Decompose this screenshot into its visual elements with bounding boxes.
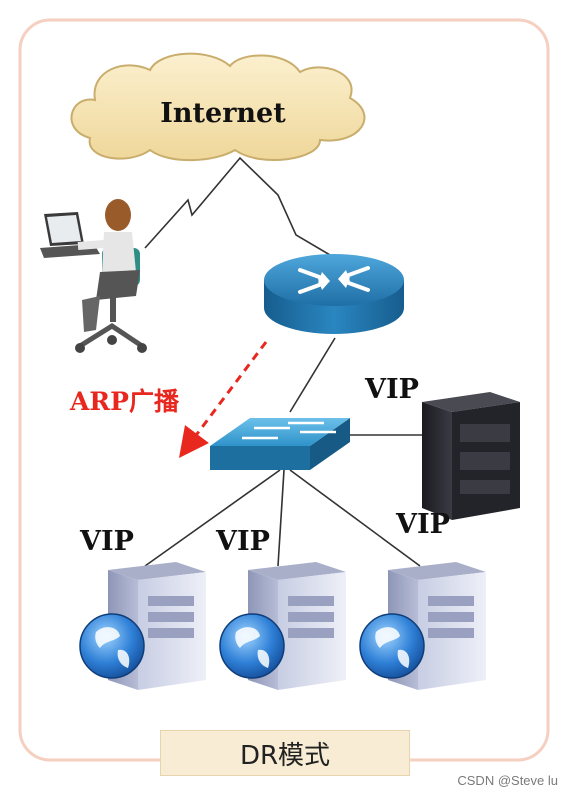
switch-server3-link <box>289 469 421 567</box>
real-server-1-icon <box>79 562 206 690</box>
director-server-icon <box>422 392 520 520</box>
internet-label: Internet <box>160 98 286 129</box>
arp-broadcast-arrow <box>179 341 268 458</box>
watermark: CSDN @Steve lu <box>457 773 558 788</box>
switch-server1-link <box>144 469 281 567</box>
router-switch-link <box>289 337 336 413</box>
server-3-vip-label: VIP <box>395 509 450 540</box>
diagram-caption: DR模式 <box>160 730 410 776</box>
internet-link <box>144 156 331 256</box>
switch-icon <box>210 418 350 470</box>
connections <box>144 156 430 567</box>
director-vip-label: VIP <box>364 374 419 405</box>
laptop-user-icon <box>40 199 147 353</box>
real-server-3-icon <box>359 562 486 690</box>
real-server-2-icon <box>219 562 346 690</box>
arp-broadcast-label: ARP广播 <box>69 387 180 416</box>
internet-cloud <box>70 52 366 162</box>
switch-server2-link <box>277 469 285 567</box>
server-2-vip-label: VIP <box>215 526 270 557</box>
router-icon <box>264 254 404 334</box>
server-1-vip-label: VIP <box>79 526 134 557</box>
